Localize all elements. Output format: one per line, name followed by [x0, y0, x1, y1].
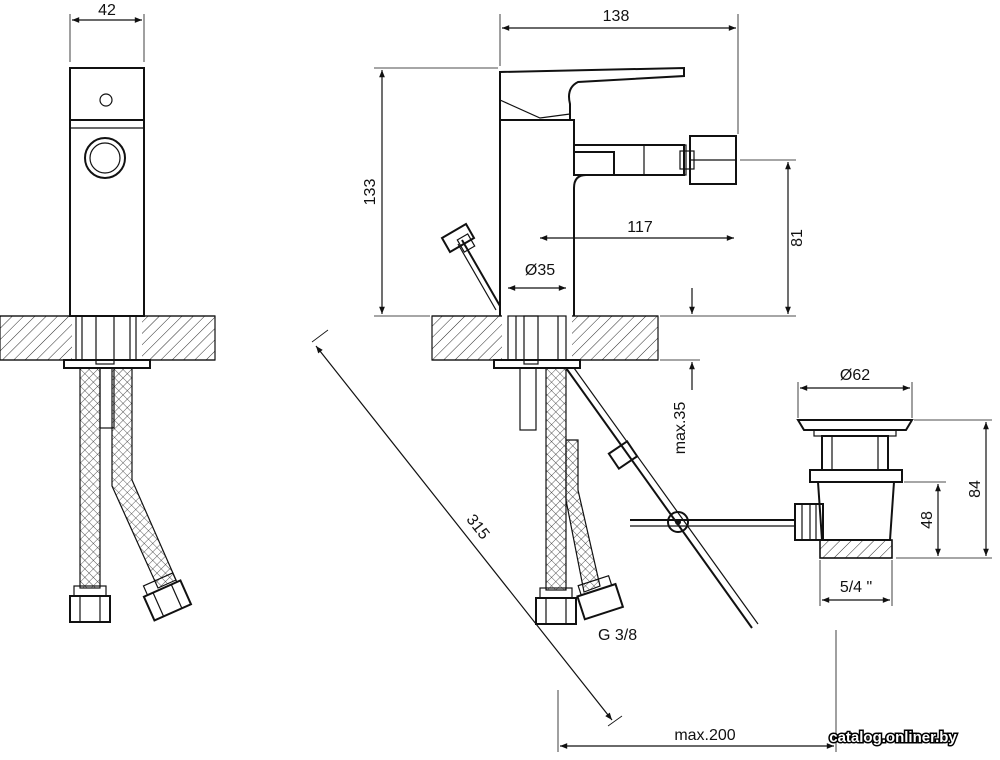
side-view: 42	[0, 2, 216, 623]
hose-left-2	[111, 367, 177, 589]
popup-waste: Ø62 84 48 5/4 "	[794, 367, 992, 606]
dim-spout-height: 81	[789, 229, 806, 247]
dim-base-diameter: Ø35	[525, 262, 555, 279]
hose-left-1	[79, 367, 101, 589]
dim-waste-diameter: Ø62	[840, 367, 870, 384]
dim-deck-max: max.35	[672, 402, 689, 455]
dim-waste-height: 84	[967, 480, 984, 498]
dim-waste-thread-height: 48	[919, 511, 936, 529]
hose-front-1	[545, 367, 567, 591]
faucet-body-front	[499, 119, 615, 316]
faucet-body-side	[69, 67, 145, 317]
watermark-text: catalog.onliner.by	[829, 729, 957, 746]
watermark: catalog.onliner.by	[828, 728, 959, 748]
dim-rod-reach: max.200	[674, 727, 735, 744]
dim-rod-length: 315	[463, 511, 493, 543]
label-hose-thread: G 3/8	[598, 627, 637, 644]
lever-front	[499, 66, 685, 121]
aerator-side	[84, 137, 126, 179]
hose-front-2	[565, 439, 601, 593]
waste-thread	[819, 539, 893, 559]
front-view: 138 133 117 81 Ø35 max.35 315 G 3/8 max.…	[311, 8, 837, 752]
popup-rod-knob	[440, 222, 501, 311]
lever-hole	[99, 93, 113, 107]
spout	[573, 144, 685, 176]
dim-height-total: 133	[362, 179, 379, 206]
dim-width-front: 138	[603, 8, 630, 25]
dim-reach: 117	[627, 219, 653, 236]
dim-waste-thread: 5/4 "	[840, 579, 872, 596]
dim-width-side: 42	[98, 2, 116, 19]
lever-side	[69, 67, 145, 121]
